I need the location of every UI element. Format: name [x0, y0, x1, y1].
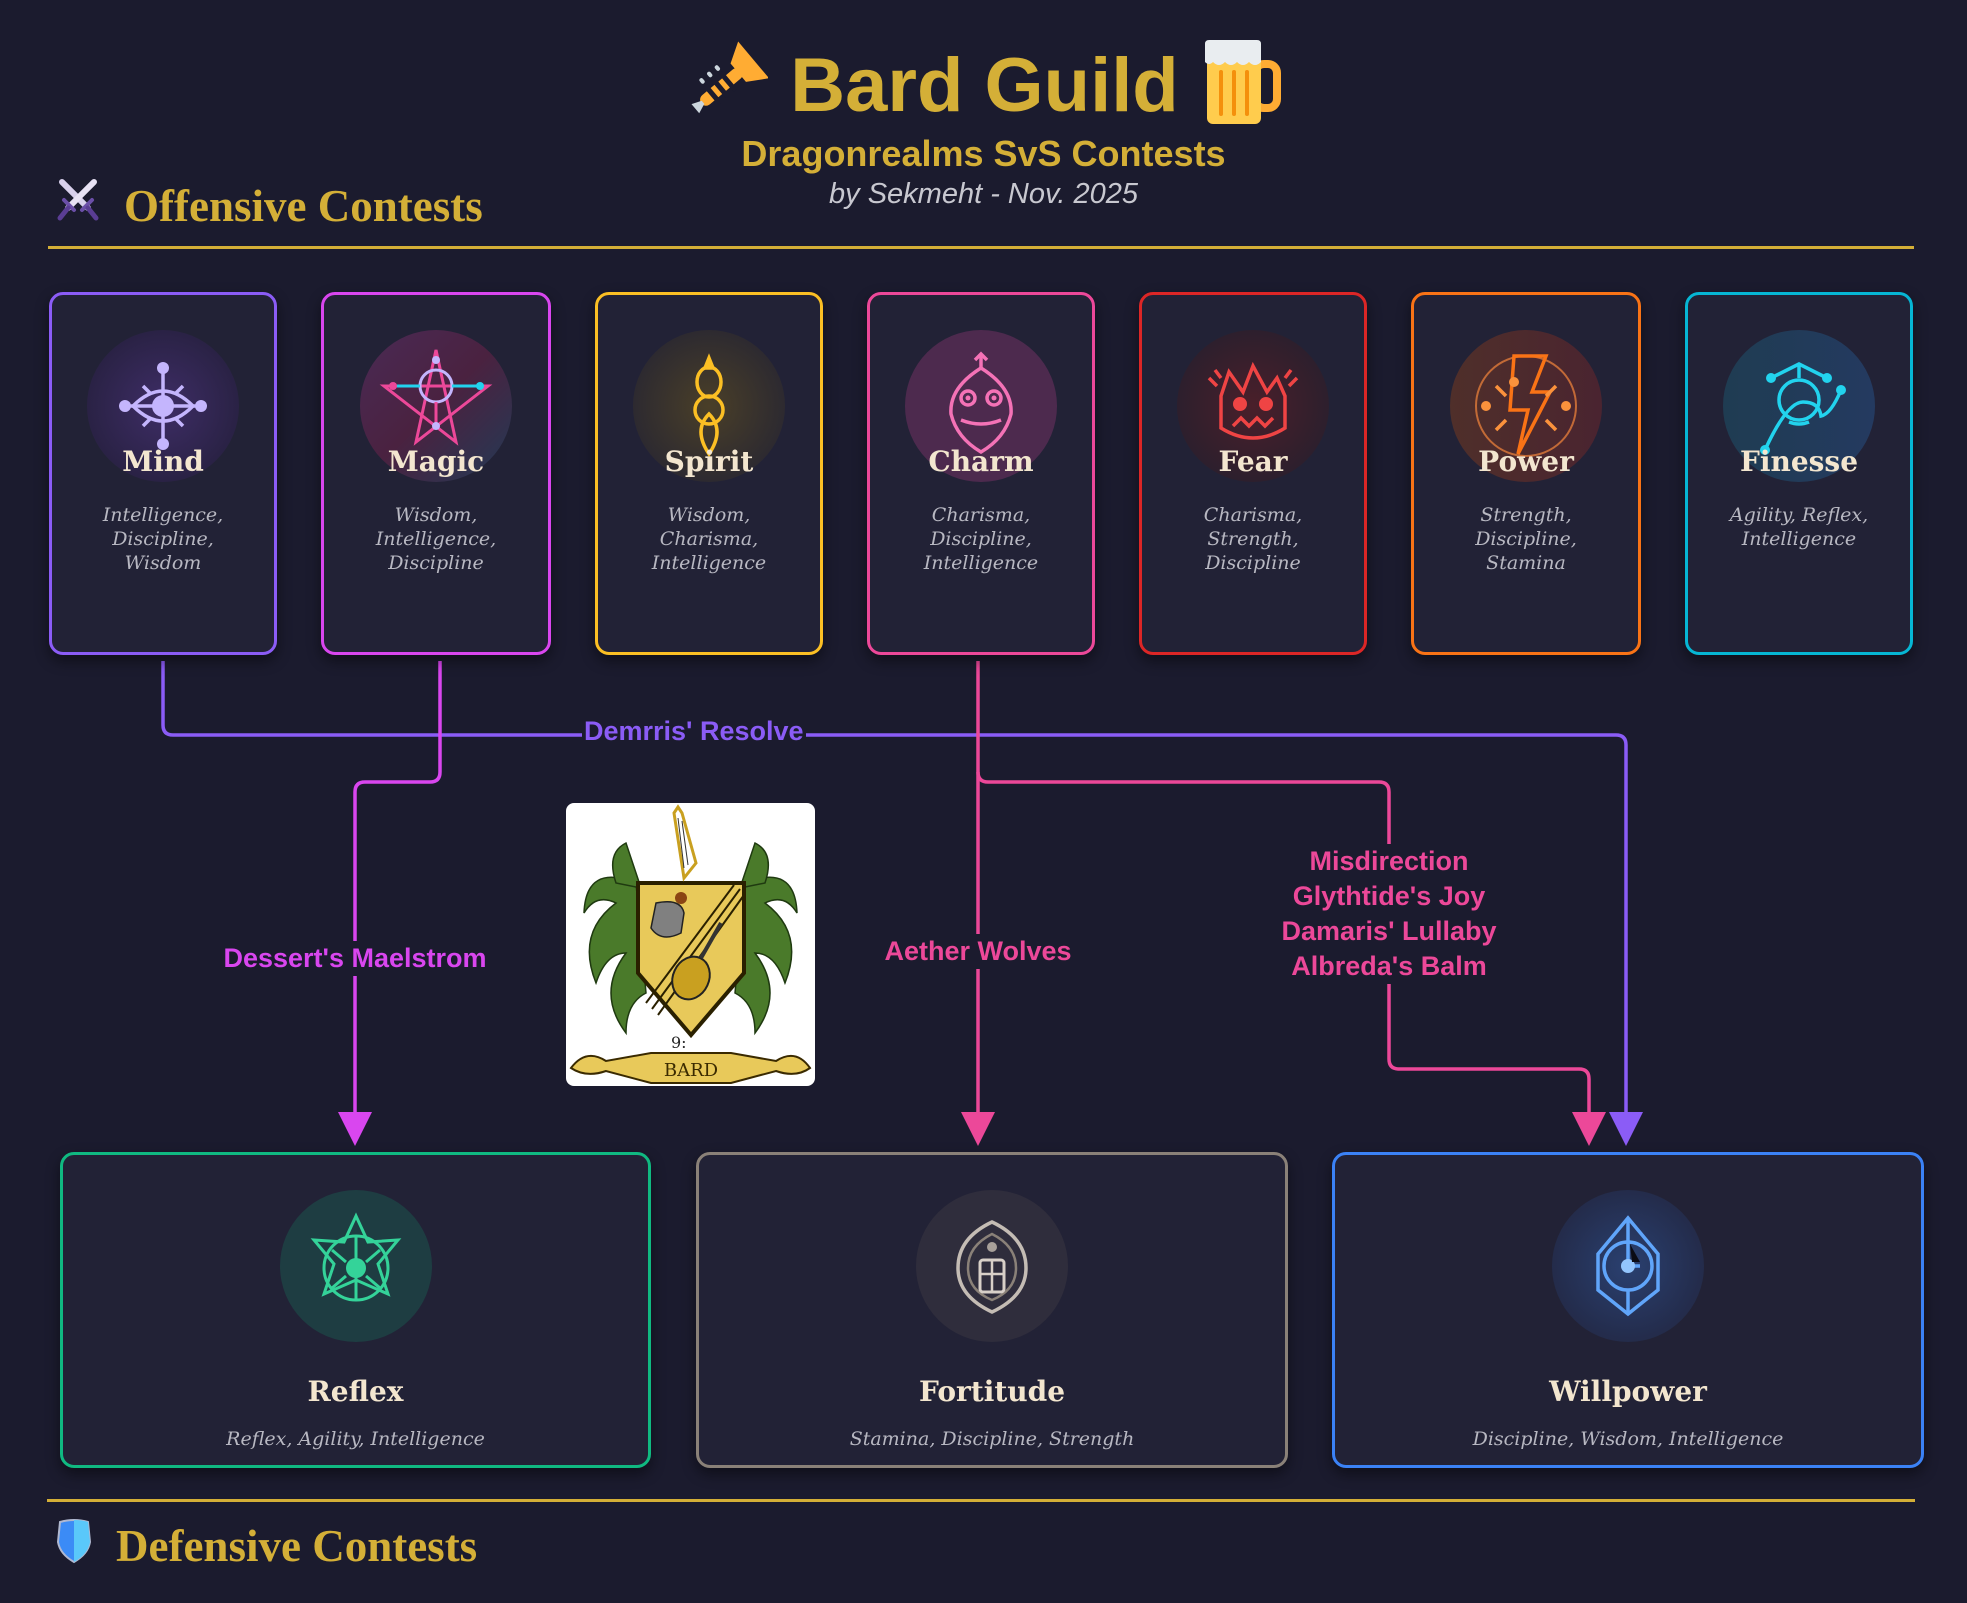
card-stats: Charisma, Discipline, Intelligence	[880, 503, 1082, 575]
header: Bard Guild	[0, 38, 1967, 133]
willpower-crystal-icon	[1552, 1190, 1704, 1342]
stat-line: Wisdom	[124, 552, 202, 574]
subtitle: Dragonrealms SvS Contests	[741, 133, 1226, 174]
offensive-card-mind[interactable]: Mind Intelligence, Discipline, Wisdom	[49, 292, 277, 655]
stat-line: Discipline,	[930, 528, 1032, 550]
stat-line: Intelligence	[651, 552, 767, 574]
byline: by Sekmeht - Nov. 2025	[829, 178, 1138, 210]
spell-aether-wolves: Aether Wolves	[884, 936, 1072, 966]
spell-damaris-lullaby: Damaris' Lullaby	[1281, 916, 1497, 946]
fortitude-shield-icon	[916, 1190, 1068, 1342]
spell-label-charm-willpower: Misdirection Glythtide's Joy Damaris' Lu…	[1254, 844, 1524, 984]
svg-text:BARD: BARD	[664, 1060, 718, 1081]
defensive-section-title: Defensive Contests	[54, 1516, 477, 1575]
beer-mug-icon	[1201, 38, 1283, 133]
card-name: Fortitude	[918, 1375, 1066, 1408]
card-name: Willpower	[1549, 1375, 1707, 1408]
stat-line: Strength,	[1207, 528, 1299, 550]
arrowhead-willpower-charm	[1572, 1112, 1606, 1146]
offensive-card-fear[interactable]: Fear Charisma, Strength, Discipline	[1139, 292, 1367, 655]
offensive-section-title: Offensive Contests	[54, 176, 483, 235]
card-name: Magic	[387, 445, 485, 478]
stat-line: Wisdom,	[667, 504, 751, 526]
pentagram-icon	[360, 330, 512, 482]
card-name: Charm	[928, 445, 1034, 478]
spell-misdirection: Misdirection	[1309, 846, 1469, 876]
defensive-card-reflex[interactable]: Reflex Reflex, Agility, Intelligence	[60, 1152, 651, 1468]
card-stats: Wisdom, Intelligence, Discipline	[334, 503, 538, 575]
offensive-card-finesse[interactable]: Finesse Agility, Reflex, Intelligence	[1685, 292, 1913, 655]
stat-line: Intelligence,	[375, 528, 497, 550]
trumpet-icon	[684, 41, 770, 130]
stat-line: Intelligence,	[102, 504, 224, 526]
offensive-card-charm[interactable]: Charm Charisma, Discipline, Intelligence	[867, 292, 1095, 655]
lightning-icon	[1450, 330, 1602, 482]
spell-dessert-maelstrom: Dessert's Maelstrom	[223, 943, 487, 973]
card-name: Reflex	[307, 1375, 404, 1408]
defensive-card-fortitude[interactable]: Fortitude Stamina, Discipline, Strength	[696, 1152, 1288, 1468]
smiling-face-icon	[905, 330, 1057, 482]
scared-face-icon	[1177, 330, 1329, 482]
spell-label-charm-fortitude: Aether Wolves	[858, 934, 1098, 969]
page-title: Bard Guild	[790, 42, 1179, 128]
stat-line: Discipline,	[112, 528, 214, 550]
card-stats: Agility, Reflex, Intelligence	[1698, 503, 1900, 551]
stat-line: Intelligence	[923, 552, 1039, 574]
arrowhead-willpower-mind	[1609, 1112, 1643, 1146]
stat-line: Intelligence	[1741, 528, 1857, 550]
card-stats: Intelligence, Discipline, Wisdom	[62, 503, 264, 575]
arrowhead-reflex	[338, 1112, 372, 1146]
stat-line: Charisma,	[931, 504, 1031, 526]
stat-line: Discipline,	[1475, 528, 1577, 550]
spell-label-mind-willpower: Demrris' Resolve	[582, 714, 806, 749]
offensive-title-text: Offensive Contests	[124, 180, 483, 231]
card-stats: Strength, Discipline, Stamina	[1424, 503, 1628, 575]
card-name: Power	[1478, 445, 1574, 478]
svg-text:9:: 9:	[671, 1033, 687, 1052]
defensive-card-willpower[interactable]: Willpower Discipline, Wisdom, Intelligen…	[1332, 1152, 1924, 1468]
defensive-divider	[47, 1499, 1915, 1502]
connector-magic-reflex	[353, 661, 442, 1120]
acrobat-icon	[1723, 330, 1875, 482]
shield-icon	[54, 1516, 94, 1575]
card-name: Fear	[1218, 445, 1288, 478]
bard-crest-icon: 9: BARD	[566, 803, 815, 1086]
card-stats: Stamina, Discipline, Strength	[849, 1428, 1135, 1450]
spell-demrris-resolve: Demrris' Resolve	[584, 716, 804, 746]
card-stats: Charisma, Strength, Discipline	[1152, 503, 1354, 575]
stat-line: Stamina	[1486, 552, 1566, 574]
card-stats: Discipline, Wisdom, Intelligence	[1472, 1428, 1784, 1450]
mind-eye-icon	[87, 330, 239, 482]
card-stats: Wisdom, Charisma, Intelligence	[608, 503, 810, 575]
defensive-title-text: Defensive Contests	[116, 1520, 478, 1571]
stat-line: Strength,	[1480, 504, 1572, 526]
card-stats: Reflex, Agility, Intelligence	[226, 1428, 485, 1450]
arrowhead-fortitude	[961, 1112, 995, 1146]
spell-label-magic-reflex: Dessert's Maelstrom	[205, 941, 505, 976]
spirit-flame-icon	[633, 330, 785, 482]
stat-line: Discipline	[388, 552, 484, 574]
stat-line: Discipline	[1205, 552, 1301, 574]
spell-glythtide-joy: Glythtide's Joy	[1292, 881, 1486, 911]
stat-line: Wisdom,	[394, 504, 478, 526]
offensive-divider	[48, 246, 1914, 249]
stat-line: Agility, Reflex,	[1729, 504, 1869, 526]
reflex-star-icon	[279, 1190, 432, 1342]
crossed-swords-icon	[54, 176, 102, 235]
card-name: Spirit	[664, 445, 754, 478]
stat-line: Charisma,	[1203, 504, 1303, 526]
spell-albreda-balm: Albreda's Balm	[1291, 951, 1487, 981]
offensive-card-power[interactable]: Power Strength, Discipline, Stamina	[1411, 292, 1641, 655]
stat-line: Charisma,	[659, 528, 759, 550]
offensive-card-magic[interactable]: Magic Wisdom, Intelligence, Discipline	[321, 292, 551, 655]
offensive-card-spirit[interactable]: Spirit Wisdom, Charisma, Intelligence	[595, 292, 823, 655]
card-name: Finesse	[1739, 445, 1859, 478]
card-name: Mind	[122, 445, 204, 478]
